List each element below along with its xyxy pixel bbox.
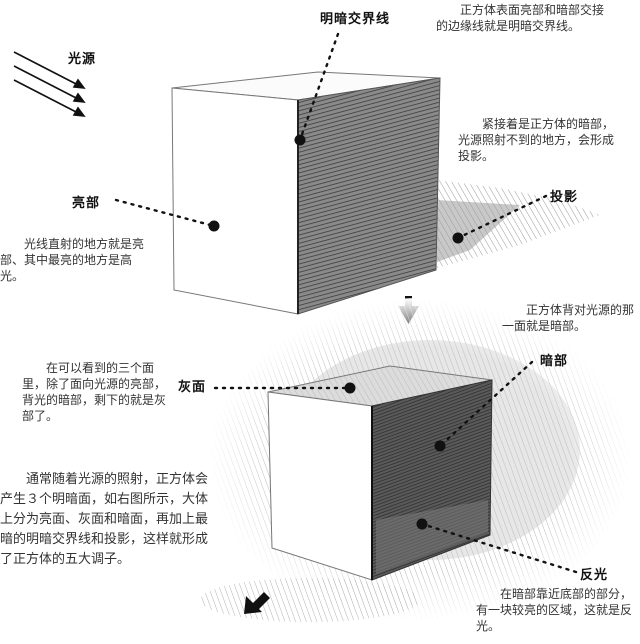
light-rays-icon <box>13 51 86 117</box>
reflected-light-marker <box>416 518 428 530</box>
summary-note: 通常随着光源的照射，正方体会产生３个明暗面，如右图所示，大体上分为亮面、灰面和暗… <box>0 472 209 567</box>
gray-face-label: 灰面 <box>178 380 207 395</box>
terminator-note: 正方体表面亮部和暗部交接的边缘线就是明暗交界线。 <box>436 3 605 33</box>
dark-face-label: 暗部 <box>540 354 569 369</box>
light-source-label: 光源 <box>68 52 97 67</box>
reflected-light-label: 反光 <box>580 568 609 583</box>
highlight-note: 光线直射的地方就是亮部、其中最亮的地方是高光。 <box>0 237 145 283</box>
top-cube <box>171 71 441 315</box>
terminator-label: 明暗交界线 <box>320 12 391 27</box>
cast-shadow-marker <box>452 232 464 244</box>
top-cube-dark-face <box>297 77 441 315</box>
dark-face-marker <box>434 440 446 452</box>
terminator-marker <box>294 134 306 146</box>
top-cube-light-face <box>171 87 299 315</box>
bottom-cube-light-face <box>267 391 373 581</box>
bottom-cube-reflected-area <box>376 500 488 574</box>
highlight-marker <box>208 220 220 232</box>
highlight-label: 亮部 <box>72 196 101 211</box>
gray-face-note: 在可以看到的三个面里，除了面向光源的亮部，背光的暗部，剩下的就是灰部了。 <box>22 361 167 423</box>
cast-shadow-label: 投影 <box>550 190 579 205</box>
cast-shadow-area <box>437 180 600 268</box>
bottom-cube <box>267 365 493 581</box>
gray-face-marker <box>344 382 356 394</box>
cast-shadow-note: 紧接着是正方体的暗部，光源照射不到的地方，会形成投影。 <box>458 117 615 163</box>
marker-dots <box>208 134 464 530</box>
arrow-down-left-icon <box>244 592 270 614</box>
reflected-light-note: 在暗部靠近底部的部分，有一块较亮的区域，这就是反光。 <box>476 587 633 633</box>
leader-lines <box>114 32 578 574</box>
dark-face-note: 正方体背对光源的那一面就是暗部。 <box>502 303 635 333</box>
